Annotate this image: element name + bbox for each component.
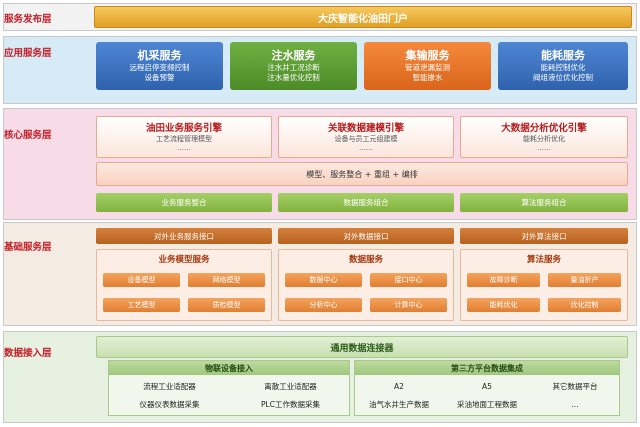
data-group-title: 第三方平台数据集成 xyxy=(355,361,619,375)
service-item-pill: 分析中心 xyxy=(285,298,362,312)
engine-name: 大数据分析优化引擎 xyxy=(501,122,587,134)
base-service-group: 算法服务 故障诊断 量油折产 能耗优化 优化控制 xyxy=(460,249,628,321)
engine-card: 大数据分析优化引擎 能耗分析优化 …… xyxy=(460,116,628,158)
data-source-item: PLC工作数据采集 xyxy=(261,399,320,409)
engine-ellipsis: …… xyxy=(537,143,551,152)
base-service-title: 算法服务 xyxy=(526,255,561,265)
service-combo-bar: 算法服务组合 xyxy=(460,193,628,212)
app-service-item: 智能掺水 xyxy=(412,73,443,82)
engine-ellipsis: …… xyxy=(177,143,191,152)
base-service-group: 数据服务 数据中心 接口中心 分析中心 计算中心 xyxy=(278,249,454,321)
base-service-title: 数据服务 xyxy=(348,255,383,265)
engine-name: 油田业务服务引擎 xyxy=(145,122,222,134)
engine-card: 油田业务服务引擎 工艺流程管理模型 …… xyxy=(96,116,272,158)
engine-sub: 能耗分析优化 xyxy=(523,134,565,143)
app-service-item: 管道泄漏监测 xyxy=(405,63,450,72)
base-service-title: 业务模型服务 xyxy=(158,255,210,265)
oilfield-portal-bar: 大庆智能化油田门户 xyxy=(94,6,632,28)
app-service-item: 远程启停变频控制 xyxy=(129,63,190,72)
base-service-group: 业务模型服务 设备模型 网络模型 工艺模型 质检模型 xyxy=(96,249,272,321)
data-source-item: A2 xyxy=(394,381,404,391)
service-item-pill: 计算中心 xyxy=(370,298,447,312)
app-service-item: 注水井工况诊断 xyxy=(267,63,320,72)
engine-sub: 设备与员工元组建模 xyxy=(334,134,398,143)
service-item-pill: 故障诊断 xyxy=(467,273,540,287)
layer-title-publish: 服务发布层 xyxy=(4,14,52,25)
data-group-title: 物联设备接入 xyxy=(109,361,349,375)
universal-data-connector: 通用数据连接器 xyxy=(96,336,628,358)
app-service-item: 注水量优化控制 xyxy=(267,73,320,82)
app-service-name: 集输服务 xyxy=(405,49,450,62)
engine-card: 关联数据建模引擎 设备与员工元组建模 …… xyxy=(278,116,454,158)
layer-title-core: 核心服务层 xyxy=(4,130,52,141)
app-service-card: 能耗服务 能耗控制优化 阀组液位优化控制 xyxy=(498,42,628,90)
data-source-group: 物联设备接入 流程工业适配器 离散工业适配器 仪器仪表数据采集 PLC工作数据采… xyxy=(108,360,350,416)
external-interface-bar: 对外数据接口 xyxy=(278,228,454,244)
app-service-item: 能耗控制优化 xyxy=(540,63,586,72)
app-service-card: 注水服务 注水井工况诊断 注水量优化控制 xyxy=(230,42,357,90)
data-source-group: 第三方平台数据集成 A2 A5 其它数据平台 油气水井生产数据 采油地面工程数据… xyxy=(354,360,620,416)
service-item-pill: 数据中心 xyxy=(285,273,362,287)
service-item-pill: 接口中心 xyxy=(370,273,447,287)
app-service-name: 注水服务 xyxy=(271,49,316,62)
data-source-item: ... xyxy=(571,399,579,409)
data-source-item: 其它数据平台 xyxy=(552,381,598,391)
engine-ellipsis: …… xyxy=(359,143,373,152)
service-item-pill: 工艺模型 xyxy=(103,298,180,312)
service-item-pill: 量油折产 xyxy=(548,273,621,287)
app-service-card: 集输服务 管道泄漏监测 智能掺水 xyxy=(364,42,491,90)
layer-title-data: 数据接入层 xyxy=(4,348,52,359)
service-item-pill: 能耗优化 xyxy=(467,298,540,312)
data-source-item: 流程工业适配器 xyxy=(143,381,196,391)
service-combo-bar: 业务服务整合 xyxy=(96,193,272,212)
app-service-card: 机采服务 远程启停变频控制 设备预警 xyxy=(96,42,223,90)
app-service-item: 阀组液位优化控制 xyxy=(533,73,593,82)
data-source-item: 仪器仪表数据采集 xyxy=(139,399,200,409)
service-combo-bar: 数据服务组合 xyxy=(278,193,454,212)
external-interface-bar: 对外业务服务接口 xyxy=(96,228,272,244)
service-item-pill: 优化控制 xyxy=(548,298,621,312)
data-source-item: 离散工业适配器 xyxy=(264,381,317,391)
external-interface-bar: 对外算法接口 xyxy=(460,228,628,244)
app-service-name: 能耗服务 xyxy=(541,49,585,62)
engine-sub: 工艺流程管理模型 xyxy=(156,134,212,143)
layer-title-base: 基础服务层 xyxy=(4,242,52,253)
data-source-item: 油气水井生产数据 xyxy=(369,399,429,409)
model-orchestration-bar: 模型、服务整合 + 重组 + 编排 xyxy=(96,162,628,186)
data-source-item: A5 xyxy=(482,381,492,391)
service-item-pill: 网络模型 xyxy=(188,273,265,287)
engine-name: 关联数据建模引擎 xyxy=(327,122,404,134)
app-service-name: 机采服务 xyxy=(137,49,182,62)
app-service-item: 设备预警 xyxy=(144,73,175,82)
layer-title-application: 应用服务层 xyxy=(4,48,52,59)
data-source-item: 采油地面工程数据 xyxy=(457,399,517,409)
service-item-pill: 设备模型 xyxy=(103,273,180,287)
service-item-pill: 质检模型 xyxy=(188,298,265,312)
